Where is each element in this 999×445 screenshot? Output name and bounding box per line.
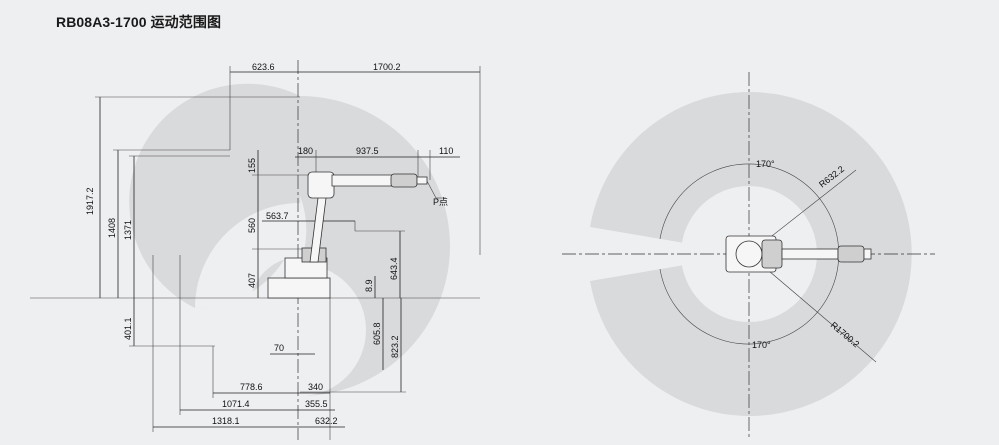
dim-560: 560 [247,218,257,233]
dim-937-5: 937.5 [356,146,379,156]
dim-1371: 1371 [123,220,133,240]
dim-355-5: 355.5 [305,399,328,409]
page-title: RB08A3-1700 运动范围图 [56,14,222,30]
angle-top-label: 170° [756,159,775,169]
robot-upper-arm [331,174,396,187]
side-view-diagram: 623.6 1700.2 180 937.5 110 1917.2 1408 1… [30,60,481,440]
p-point-label: P点 [433,197,448,207]
dim-563-7: 563.7 [266,211,289,221]
dim-401-1: 401.1 [123,317,133,340]
robot-top-view [725,235,872,273]
dim-70: 70 [274,343,284,353]
dim-180: 180 [298,146,313,156]
robot-top-wrist [837,245,865,263]
dim-1071-4: 1071.4 [222,399,250,409]
robot-top-turret [735,240,763,268]
top-view-diagram: 170° 170° R632.2 R1700.2 [562,72,935,440]
p-point-leader [426,180,437,199]
dim-605-8: 605.8 [372,322,382,345]
dim-623-6: 623.6 [252,62,275,72]
dim-8-9: 8.9 [364,279,374,292]
robot-side-view: P点 [267,171,448,299]
dim-1917-2: 1917.2 [85,187,95,215]
dim-1700-2: 1700.2 [373,62,401,72]
robot-elbow [307,171,335,199]
dim-340: 340 [308,382,323,392]
dim-155: 155 [247,158,257,173]
dim-110: 110 [439,146,453,156]
side-workspace-inner [195,203,300,308]
robot-top-arm [781,248,839,260]
robot-base [267,277,331,299]
robot-wrist [390,173,418,188]
dim-643-4: 643.4 [389,257,399,280]
dim-778-6: 778.6 [240,382,263,392]
angle-bottom-label: 170° [752,340,771,350]
dim-632-2: 632.2 [315,416,338,426]
dim-1408: 1408 [107,218,117,238]
robot-top-flange [863,248,872,260]
dim-823-2: 823.2 [390,335,400,358]
robot-flange [416,176,428,185]
dim-407: 407 [247,273,257,288]
robot-top-shoulder [761,239,783,269]
dim-1318-1: 1318.1 [212,416,240,426]
